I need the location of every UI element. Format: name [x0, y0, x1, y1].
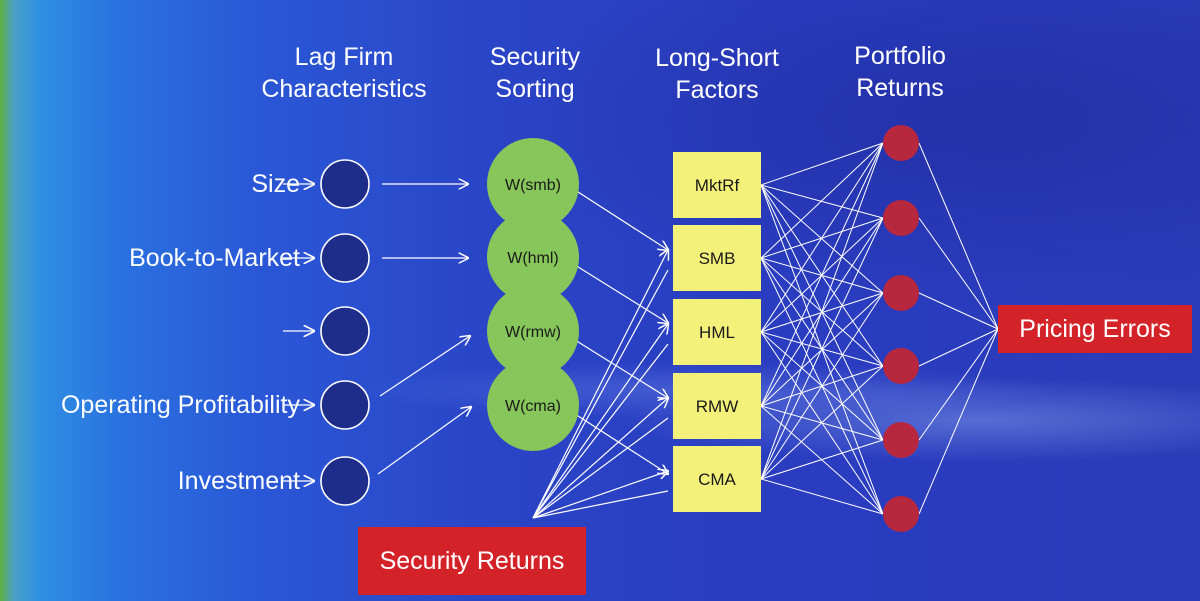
sorting-node-2 — [487, 285, 579, 377]
input-node-4 — [320, 456, 370, 506]
wire-factor-4-portfolio-1 — [760, 217, 884, 480]
portfolio-node-1 — [883, 200, 919, 236]
sorting-node-3 — [487, 359, 579, 451]
factor-box-label-2: HML — [699, 323, 735, 342]
input-label-book-to-market: Book-to-Market — [129, 244, 300, 272]
wire-factor-4-portfolio-0 — [760, 142, 884, 480]
wire-factor-3-portfolio-0 — [760, 142, 884, 407]
wire-returns-to-factor-0 — [532, 269, 669, 519]
wire-returns-to-factor-3 — [532, 490, 669, 519]
sorting-node-0 — [487, 138, 579, 230]
heading-line: Factors — [675, 76, 759, 104]
portfolio-node-4 — [883, 422, 919, 458]
sorting-node-label-3: W(cma) — [505, 398, 561, 415]
wire-factor-4-portfolio-2 — [760, 292, 884, 480]
factor-box-4 — [673, 446, 761, 512]
sorting-node-1 — [487, 211, 579, 303]
wire-factor-2-portfolio-0 — [760, 142, 884, 333]
heading-line: Sorting — [495, 75, 575, 103]
input-node-2 — [320, 306, 370, 356]
arrow-op-to-rmw — [379, 336, 470, 397]
heading-line: Characteristics — [261, 75, 427, 103]
wire-portfolio-4-to-errors — [918, 328, 999, 441]
wire-returns-to-factor-1 — [532, 343, 669, 519]
wire-factor-4-portfolio-3 — [760, 365, 884, 480]
arrow-returns-to-factor-1 — [532, 324, 668, 519]
wire-factor-4-portfolio-5 — [760, 478, 884, 515]
wire-factor-0-portfolio-1 — [760, 184, 884, 219]
portfolio-node-3 — [883, 348, 919, 384]
sorting-node-label-1: W(hml) — [507, 250, 559, 267]
factor-box-label-0: MktRf — [695, 176, 740, 195]
factor-box-2 — [673, 299, 761, 365]
security-returns-box: Security Returns — [358, 527, 586, 595]
heading-long-short-factors: Long-Short Factors — [607, 42, 827, 106]
heading-line: Returns — [856, 74, 944, 102]
input-label-operating-profitability: Operating Profitability — [60, 391, 300, 419]
arrow-smb-to-SMB — [574, 189, 668, 250]
input-node-1 — [320, 233, 370, 283]
arrow-returns-to-factor-0 — [532, 250, 668, 519]
factor-box-0 — [673, 152, 761, 218]
wire-portfolio-2-to-errors — [918, 292, 999, 330]
input-node-3 — [320, 380, 370, 430]
wire-factor-4-portfolio-4 — [760, 439, 884, 480]
arrow-rmw-to-RMW — [574, 339, 668, 398]
sorting-node-label-2: W(rmw) — [505, 324, 561, 341]
factor-box-label-4: CMA — [698, 470, 736, 489]
factor-box-label-1: SMB — [699, 249, 736, 268]
heading-line: Portfolio — [854, 42, 946, 70]
heading-line: Lag Firm — [294, 43, 394, 71]
arrow-returns-to-factor-3 — [532, 471, 668, 519]
wire-factor-0-portfolio-2 — [760, 184, 884, 294]
wire-portfolio-3-to-errors — [918, 328, 999, 367]
wire-returns-to-factor-2 — [532, 417, 669, 519]
arrow-hml-to-HML — [574, 264, 668, 323]
arrow-returns-to-factor-2 — [532, 398, 668, 519]
portfolio-node-2 — [883, 275, 919, 311]
pricing-errors-box: Pricing Errors — [998, 305, 1192, 353]
heading-security-sorting: Security Sorting — [425, 41, 645, 105]
sorting-node-label-0: W(smb) — [505, 177, 561, 194]
factor-box-label-3: RMW — [696, 397, 738, 416]
wire-factor-0-portfolio-0 — [760, 142, 884, 186]
arrow-cma-to-CMA — [574, 413, 668, 474]
wire-portfolio-5-to-errors — [918, 328, 999, 515]
factor-box-1 — [673, 225, 761, 291]
heading-portfolio-returns: Portfolio Returns — [790, 40, 1010, 104]
arrow-inv-to-cma — [377, 407, 471, 475]
portfolio-node-0 — [883, 125, 919, 161]
wire-portfolio-1-to-errors — [918, 217, 999, 330]
input-label-size: Size — [251, 170, 300, 198]
heading-line: Long-Short — [655, 44, 779, 72]
portfolio-node-5 — [883, 496, 919, 532]
heading-lag-firm-characteristics: Lag Firm Characteristics — [234, 41, 454, 105]
wire-portfolio-0-to-errors — [918, 142, 999, 330]
input-label-investment: Investment — [177, 467, 300, 495]
wire-factor-1-portfolio-0 — [760, 142, 884, 259]
heading-line: Security — [489, 43, 581, 71]
factor-box-3 — [673, 373, 761, 439]
input-node-0 — [320, 159, 370, 209]
